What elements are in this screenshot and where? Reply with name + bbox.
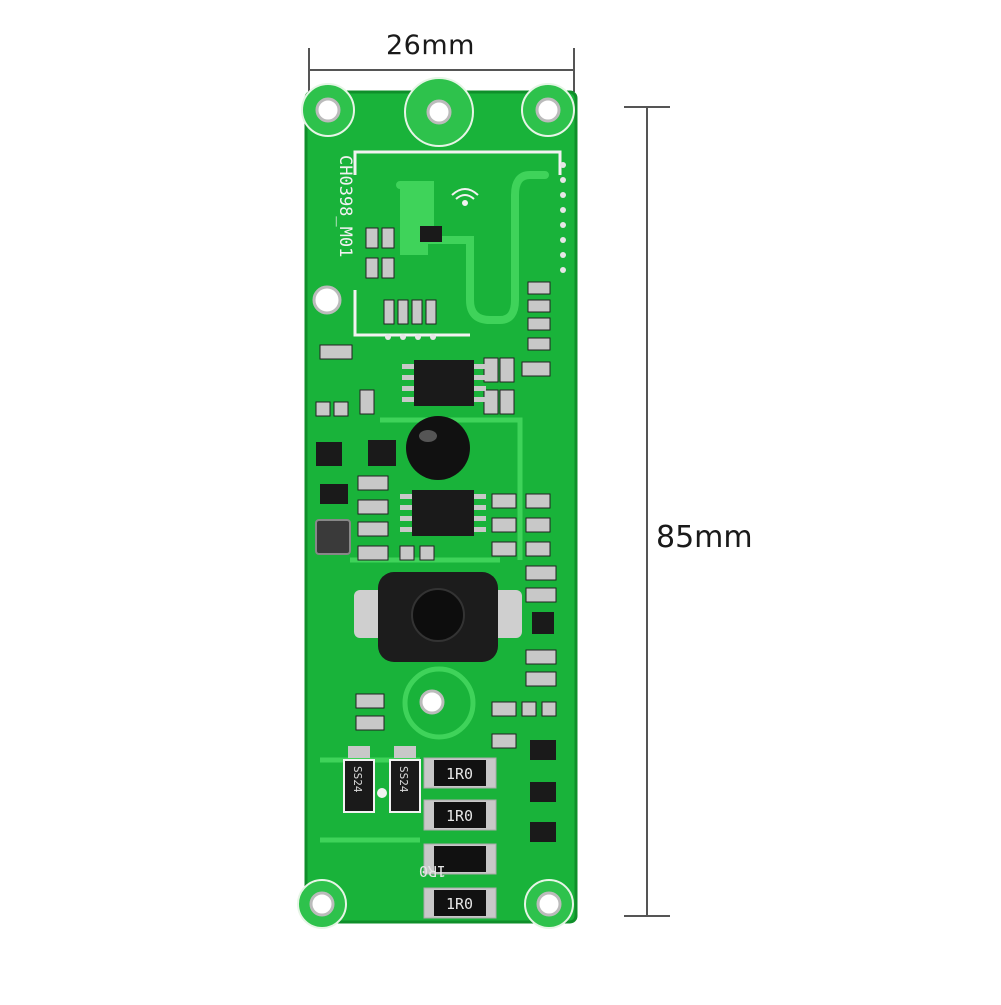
antenna-trace	[396, 171, 549, 324]
height-dimension-label: 85mm	[656, 520, 753, 555]
diodes	[343, 746, 421, 813]
resistor-marking-1: 1R0	[446, 765, 473, 783]
resistor-marking-3: 1R0	[419, 862, 446, 880]
mounting-holes-top	[301, 77, 575, 315]
power-resistors	[423, 757, 497, 919]
edge-pads	[385, 162, 566, 340]
ic-chip-upper	[414, 360, 474, 406]
resistor-marking-2: 1R0	[446, 807, 473, 825]
width-dimension-label: 26mm	[386, 30, 475, 61]
wifi-icon	[451, 188, 479, 206]
mounting-holes-bottom	[297, 879, 574, 929]
inductor	[315, 519, 351, 555]
diode-marking-left: SS24	[351, 766, 364, 793]
width-dimension-line	[308, 48, 575, 92]
push-button	[354, 572, 522, 662]
diode-marking-right: SS24	[397, 766, 410, 793]
ir-sensor	[406, 416, 470, 480]
model-marking: CH0398_M01	[335, 155, 355, 257]
height-dimension-line	[624, 106, 670, 917]
resistor-marking-4: 1R0	[446, 895, 473, 913]
center-mounting-hole	[419, 689, 445, 715]
ic-chip-lower	[412, 490, 474, 536]
smd-components	[315, 226, 557, 842]
